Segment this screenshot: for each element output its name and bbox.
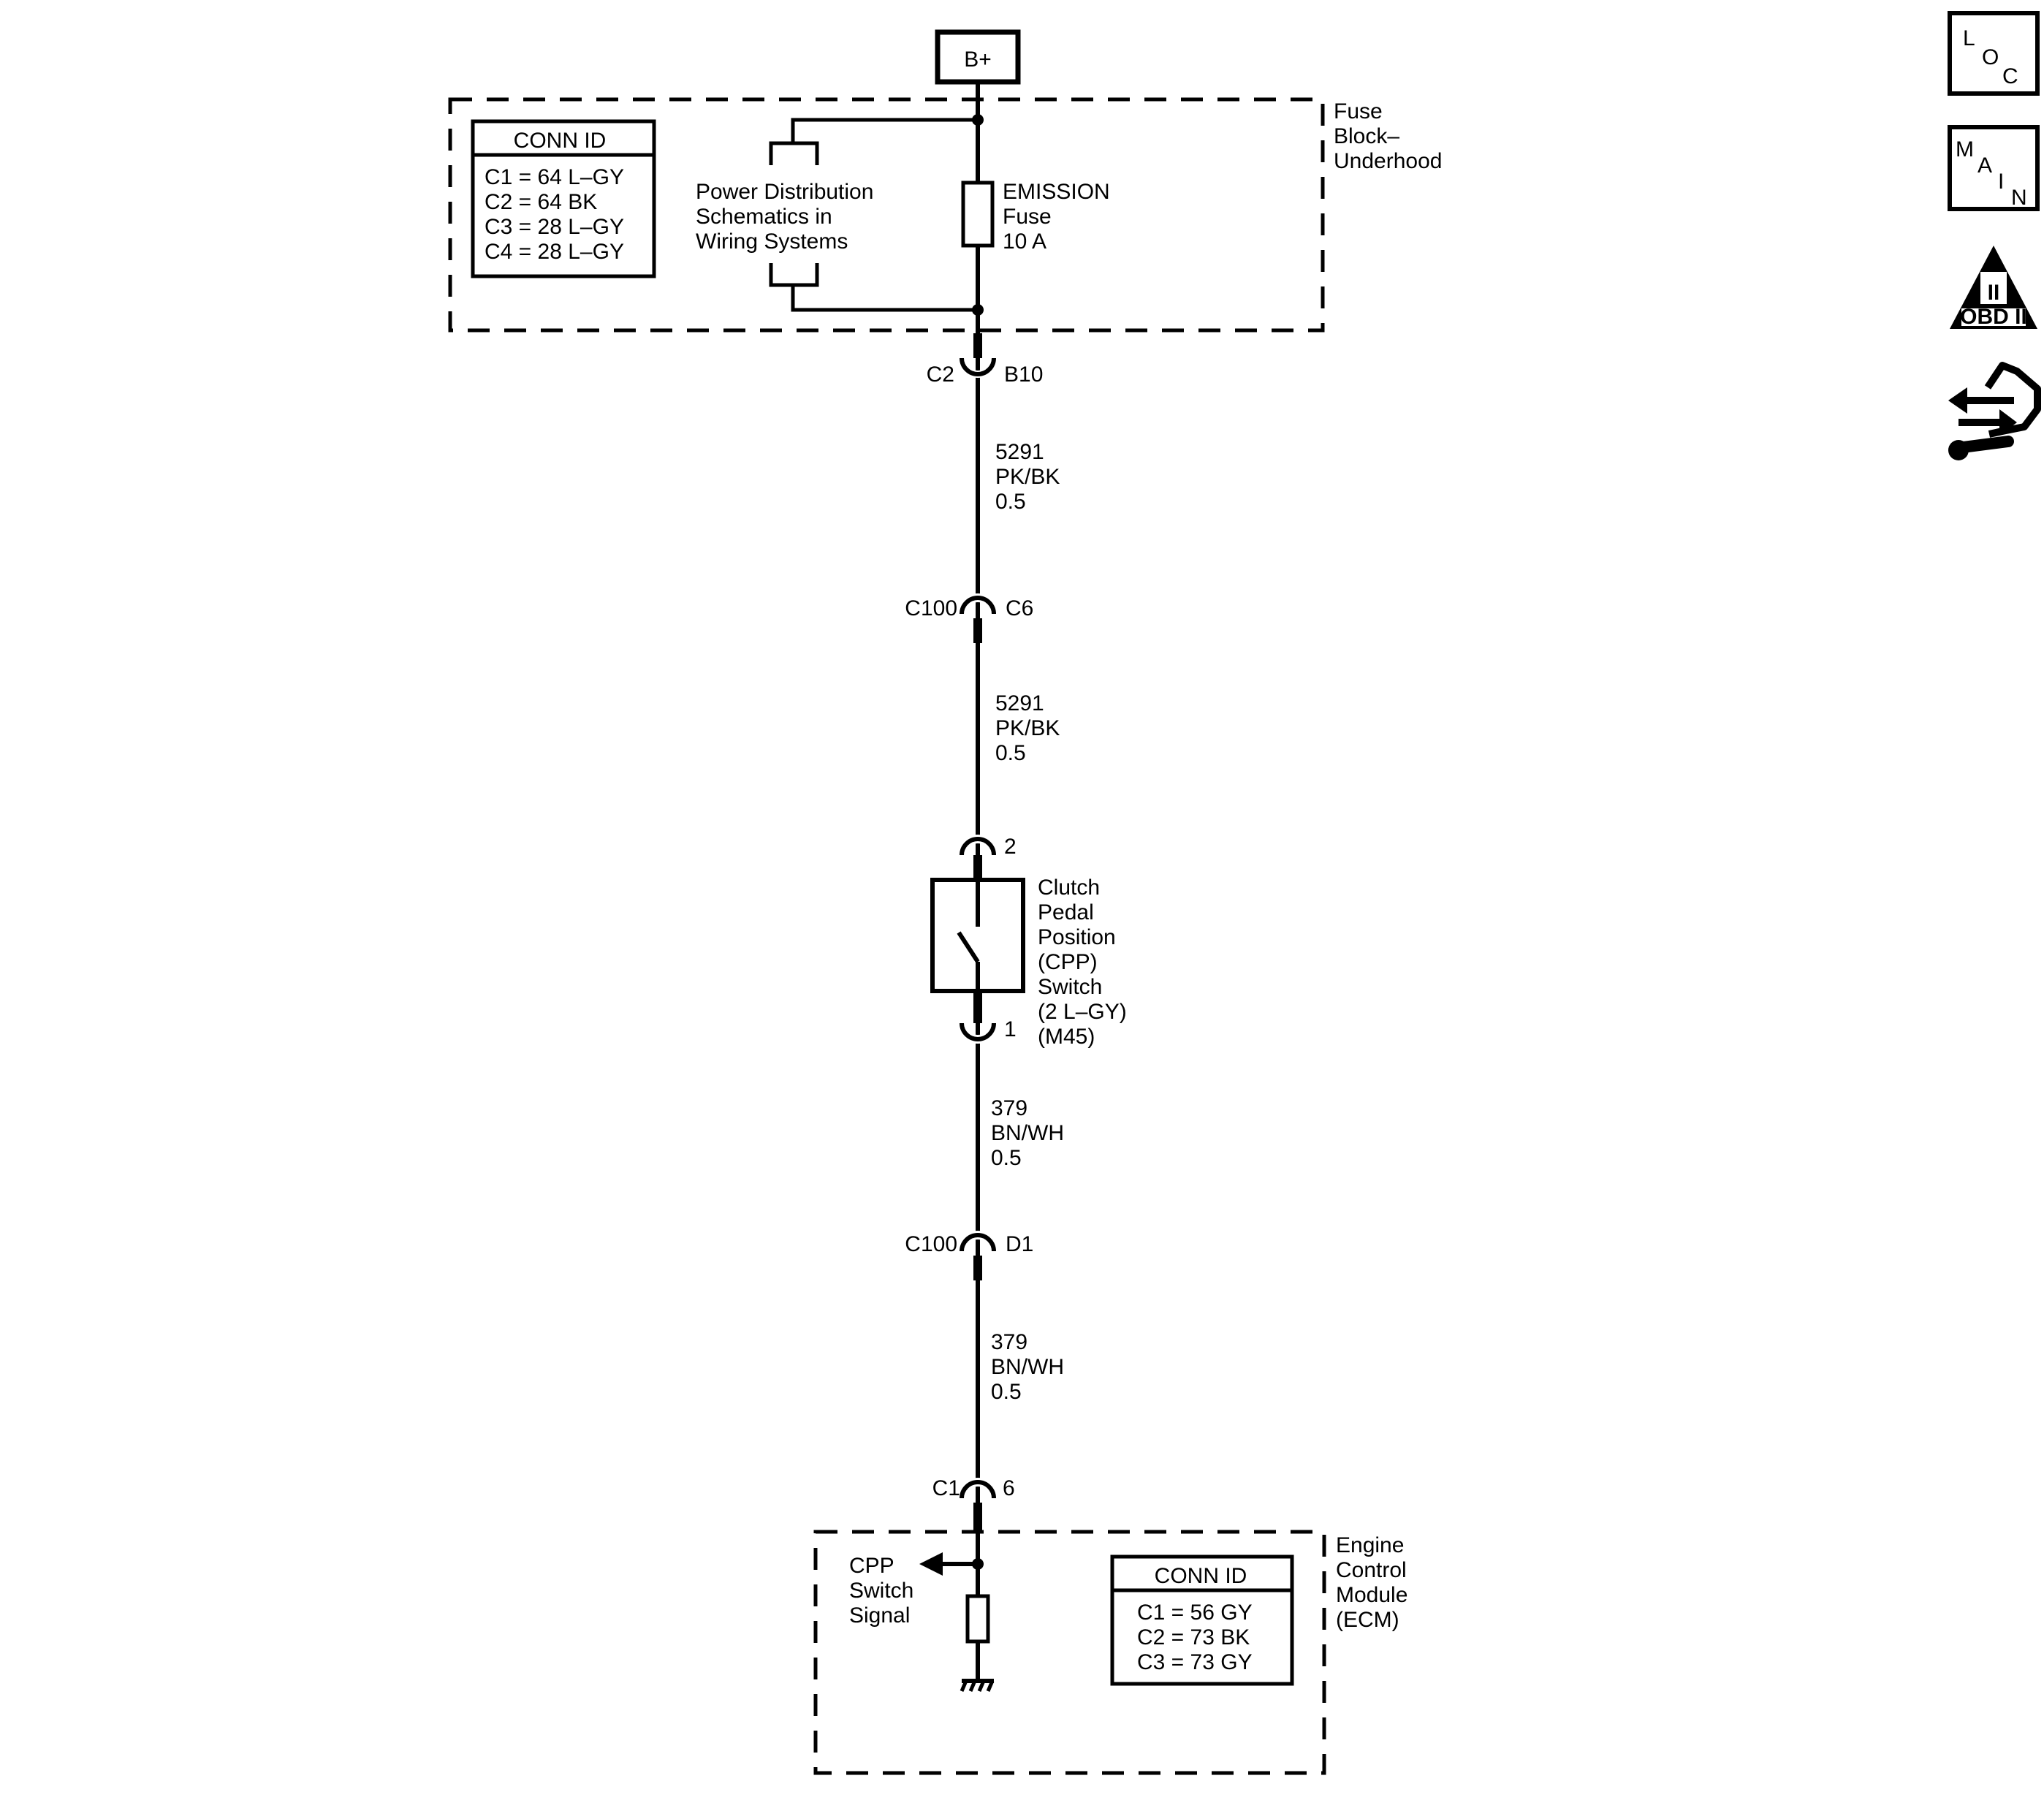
conn-id-title: CONN ID <box>1155 1564 1247 1588</box>
loc-icon[interactable]: L O C <box>1948 11 2040 96</box>
connector-left-label: C100 <box>905 1232 957 1256</box>
conn-id-row: C2 = 73 BK <box>1137 1625 1250 1649</box>
connector-right-label: 1 <box>1004 1017 1017 1041</box>
obd-caption: OBD II <box>1960 305 2027 329</box>
wire-color: PK/BK <box>995 465 1060 489</box>
wire-size: 0.5 <box>991 1380 1022 1404</box>
power-source: B+ <box>935 29 1021 85</box>
conn-id-row: C4 = 28 L–GY <box>485 240 624 264</box>
cpp-switch-label-line: Pedal <box>1038 900 1094 925</box>
signal-arrow-icon <box>919 1552 943 1576</box>
connector-c100-d1: C100 D1 <box>905 1231 1033 1280</box>
conn-id-row: C3 = 28 L–GY <box>485 215 624 239</box>
wire-size: 0.5 <box>995 741 1026 765</box>
fuse-label: 10 A <box>1003 229 1046 254</box>
conn-id-row: C1 = 56 GY <box>1137 1601 1253 1625</box>
cpp-switch-label-line: (CPP) <box>1038 950 1098 974</box>
conn-id-row: C1 = 64 L–GY <box>485 165 624 189</box>
wire-circuit: 379 <box>991 1330 1027 1354</box>
cpp-switch-label-line: (2 L–GY) <box>1038 1000 1127 1024</box>
ecm-boundary <box>813 1530 1326 1775</box>
loc-letter: O <box>1982 45 1999 69</box>
cpp-switch-label-line: Position <box>1038 925 1116 949</box>
cpp-signal-label-line: Switch <box>849 1579 913 1603</box>
ecm: Engine Control Module (ECM) CPP Switch S… <box>813 1530 1407 1775</box>
fuse-block-name-line: Block– <box>1334 124 1399 148</box>
connector-c2-b10: C2 B10 <box>927 333 1043 387</box>
cpp-signal-label-line: CPP <box>849 1554 894 1578</box>
conn-id-title: CONN ID <box>514 129 607 153</box>
fuse-block-boundary <box>448 97 1325 333</box>
connector-right-label: B10 <box>1004 362 1043 387</box>
pull-down-resistor <box>965 1594 990 1644</box>
connector-right-label: 2 <box>1004 835 1017 859</box>
fuse-block-conn-id-table: CONN ID C1 = 64 L–GY C2 = 64 BK C3 = 28 … <box>471 119 656 278</box>
fuse-block-name-line: Underhood <box>1334 149 1442 173</box>
cpp-switch-label-line: Clutch <box>1038 876 1100 900</box>
connector-right-label: D1 <box>1006 1232 1033 1256</box>
fuse-block-name-line: Fuse <box>1334 99 1383 124</box>
wire-circuit: 5291 <box>995 440 1044 464</box>
conn-id-row: C2 = 64 BK <box>485 190 597 214</box>
main-letter: I <box>1998 170 2004 194</box>
connector-right-label: 6 <box>1003 1476 1015 1500</box>
fuse-label: EMISSION <box>1003 180 1110 204</box>
connector-left-label: C2 <box>927 362 954 387</box>
cpp-switch <box>930 878 1025 993</box>
power-distribution-text: Schematics in <box>696 205 832 229</box>
conn-id-row: C3 = 73 GY <box>1137 1650 1253 1674</box>
switch-contact <box>957 931 980 963</box>
connector-left-label: C100 <box>905 596 957 620</box>
connector-cpp-pin-1: 1 <box>957 992 1017 1044</box>
power-distribution-text: Wiring Systems <box>696 229 848 254</box>
connector-cpp-pin-2: 2 <box>957 835 1017 884</box>
fuse-label: Fuse <box>1003 205 1052 229</box>
fuse-block: Fuse Block– Underhood CONN ID C1 = 64 L–… <box>448 97 1442 333</box>
ecm-conn-id-table: CONN ID C1 = 56 GY C2 = 73 BK C3 = 73 GY <box>1110 1554 1294 1686</box>
loc-letter: C <box>2002 64 2018 88</box>
main-letter: M <box>1956 137 1974 162</box>
connector-c1-6: C1 6 <box>932 1476 1015 1533</box>
ecm-name-line: (ECM) <box>1336 1608 1399 1632</box>
wire-color: BN/WH <box>991 1355 1064 1379</box>
connector-right-label: C6 <box>1006 596 1033 620</box>
wire-size: 0.5 <box>995 490 1026 514</box>
wire-label-5291-lower: 5291 PK/BK 0.5 <box>995 691 1060 765</box>
wire-label-379-upper: 379 BN/WH 0.5 <box>991 1096 1064 1170</box>
power-distribution-bracket <box>769 118 978 312</box>
main-letter: A <box>1977 153 1992 178</box>
wire-size: 0.5 <box>991 1146 1022 1170</box>
main-letter: N <box>2011 186 2027 210</box>
wire-color: PK/BK <box>995 716 1060 740</box>
loc-letter: L <box>1963 26 1975 50</box>
ecm-name-line: Module <box>1336 1583 1407 1607</box>
wire-color: BN/WH <box>991 1121 1064 1145</box>
ground-icon <box>960 1679 995 1692</box>
wire-circuit: 379 <box>991 1096 1027 1120</box>
obd-ii-icon[interactable]: II OBD II <box>1950 246 2037 329</box>
hand-arrows-icon[interactable] <box>1948 362 2041 460</box>
power-source-label: B+ <box>964 48 992 72</box>
ecm-name-line: Engine <box>1336 1533 1404 1557</box>
ecm-name-line: Control <box>1336 1558 1407 1582</box>
obd-numeral: II <box>1988 281 2000 305</box>
cpp-switch-label-line: (M45) <box>1038 1025 1095 1049</box>
wire-label-5291-upper: 5291 PK/BK 0.5 <box>995 440 1060 514</box>
power-distribution-text: Power Distribution <box>696 180 873 204</box>
main-icon[interactable]: M A I N <box>1948 125 2040 211</box>
cpp-switch-label: Clutch Pedal Position (CPP) Switch (2 L–… <box>1038 876 1127 1049</box>
cpp-switch-label-line: Switch <box>1038 975 1102 999</box>
wire-label-379-lower: 379 BN/WH 0.5 <box>991 1330 1064 1404</box>
emission-fuse <box>961 181 995 248</box>
connector-c100-c6: C100 C6 <box>905 593 1033 643</box>
wire-circuit: 5291 <box>995 691 1044 715</box>
cpp-signal-label-line: Signal <box>849 1603 910 1628</box>
connector-left-label: C1 <box>932 1476 960 1500</box>
